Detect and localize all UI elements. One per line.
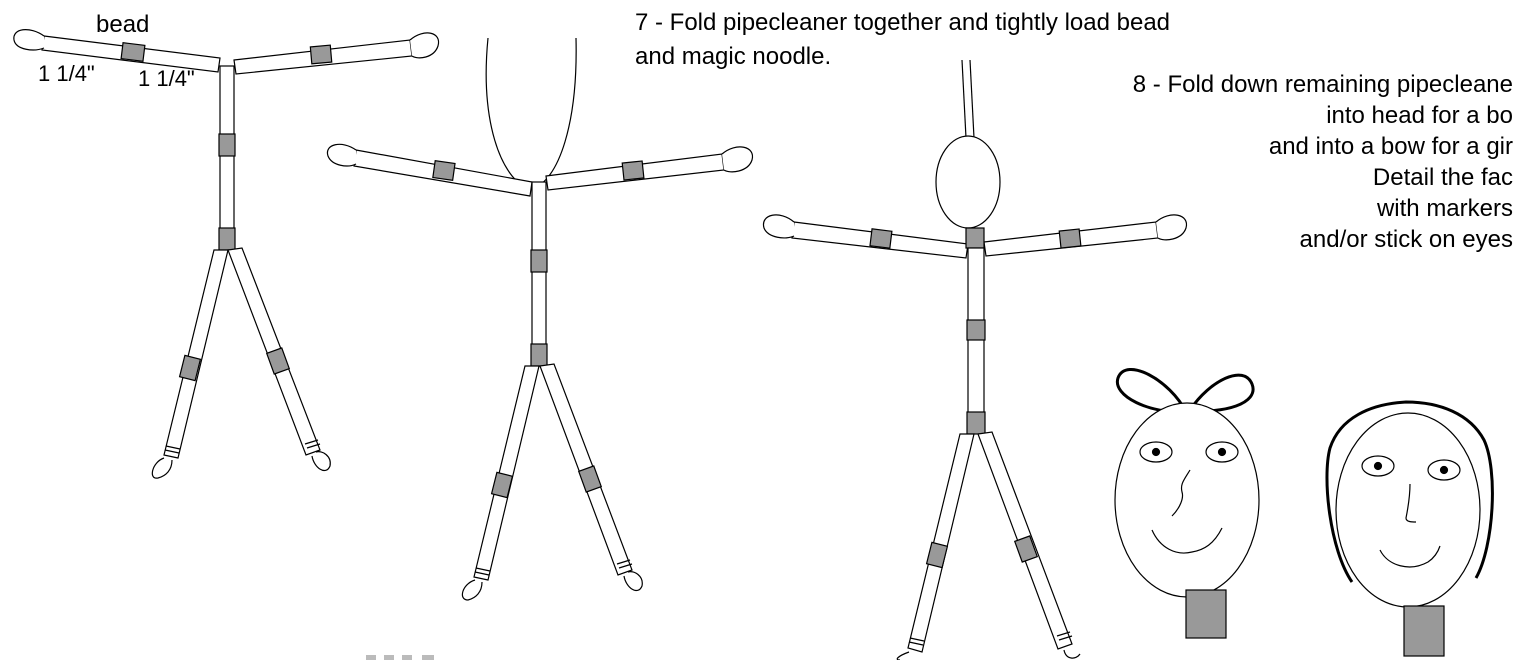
- figure-3-doll: [762, 59, 1188, 660]
- bead-label: bead: [96, 11, 150, 38]
- figure-1-right-arm: [233, 32, 440, 75]
- step-7-line-1: 7 - Fold pipecleaner together and tightl…: [635, 9, 1171, 36]
- hand-left: [326, 143, 357, 167]
- bead-chest: [530, 249, 548, 273]
- step-8-line-1: 8 - Fold down remaining pipecleane: [1132, 71, 1513, 98]
- step-8-line-5: with markers: [1376, 195, 1513, 222]
- bead-shoulder-left: [432, 160, 456, 181]
- girl-head: [1114, 402, 1260, 598]
- boy-mouth: [1379, 545, 1441, 568]
- girl-face: [1114, 368, 1260, 639]
- girl-nose: [1171, 469, 1191, 517]
- figure-1-skeleton: [13, 29, 440, 479]
- step-8-line-3: and into a bow for a gir: [1268, 133, 1513, 160]
- measurement-right-label: 1 1/4": [138, 66, 195, 91]
- foot-right: [623, 571, 643, 591]
- bead-hip: [218, 227, 236, 251]
- bead-chest: [966, 319, 986, 341]
- bow-right-loop: [1187, 373, 1255, 413]
- figure-1-torso: [218, 65, 236, 251]
- boy-hair: [1325, 400, 1494, 583]
- hand-right: [721, 146, 754, 173]
- bead-hip: [966, 411, 986, 435]
- head-oval: [935, 135, 1001, 229]
- step-7-line-2: and magic noodle.: [635, 43, 832, 70]
- bead-shoulder-left: [869, 228, 893, 249]
- bead-knee-right: [577, 465, 603, 493]
- hand-left: [13, 29, 45, 51]
- step-8-line-4: Detail the fac: [1372, 164, 1513, 191]
- girl-mouth: [1151, 527, 1223, 554]
- bead-knee-right: [265, 347, 291, 375]
- girl-neck-bead: [1185, 589, 1227, 639]
- bead-shoulder-right: [309, 44, 333, 65]
- bead-shoulder-right: [1058, 228, 1082, 249]
- foot-right: [1063, 649, 1081, 659]
- bead-chest: [218, 133, 236, 157]
- foot-left: [461, 579, 483, 601]
- bead-knee-left: [925, 541, 949, 569]
- bead-knee-right: [1013, 535, 1039, 563]
- foot-left: [151, 457, 173, 479]
- figure-1-left-leg: [151, 249, 229, 479]
- boy-nose: [1405, 483, 1417, 523]
- bow-left-loop: [1115, 368, 1189, 414]
- measurement-left-label: 1 1/4": [38, 61, 95, 86]
- step-8-line-2: into head for a bo: [1326, 102, 1513, 129]
- step-8-line-6: and/or stick on eyes: [1299, 226, 1513, 253]
- pipecleaner-loop: [485, 37, 577, 191]
- bottom-cutoff-marks: [366, 655, 434, 660]
- bead-knee-left: [490, 471, 514, 499]
- boy-neck-bead: [1403, 605, 1445, 657]
- figure-1-left-arm: [13, 29, 221, 73]
- bead-neck: [965, 227, 985, 249]
- figure-1-right-leg: [227, 247, 331, 471]
- hand-right: [409, 32, 440, 59]
- boy-face: [1325, 400, 1494, 657]
- bead-shoulder-right: [621, 160, 645, 181]
- figure-2-skeleton: [326, 37, 754, 601]
- hand-right: [1155, 214, 1188, 241]
- hand-left: [762, 214, 795, 239]
- foot-right: [311, 451, 331, 471]
- bead-knee-left: [178, 354, 202, 382]
- bead-shoulder-left: [120, 42, 146, 62]
- foot-left: [896, 651, 910, 660]
- bead-hip: [530, 343, 548, 367]
